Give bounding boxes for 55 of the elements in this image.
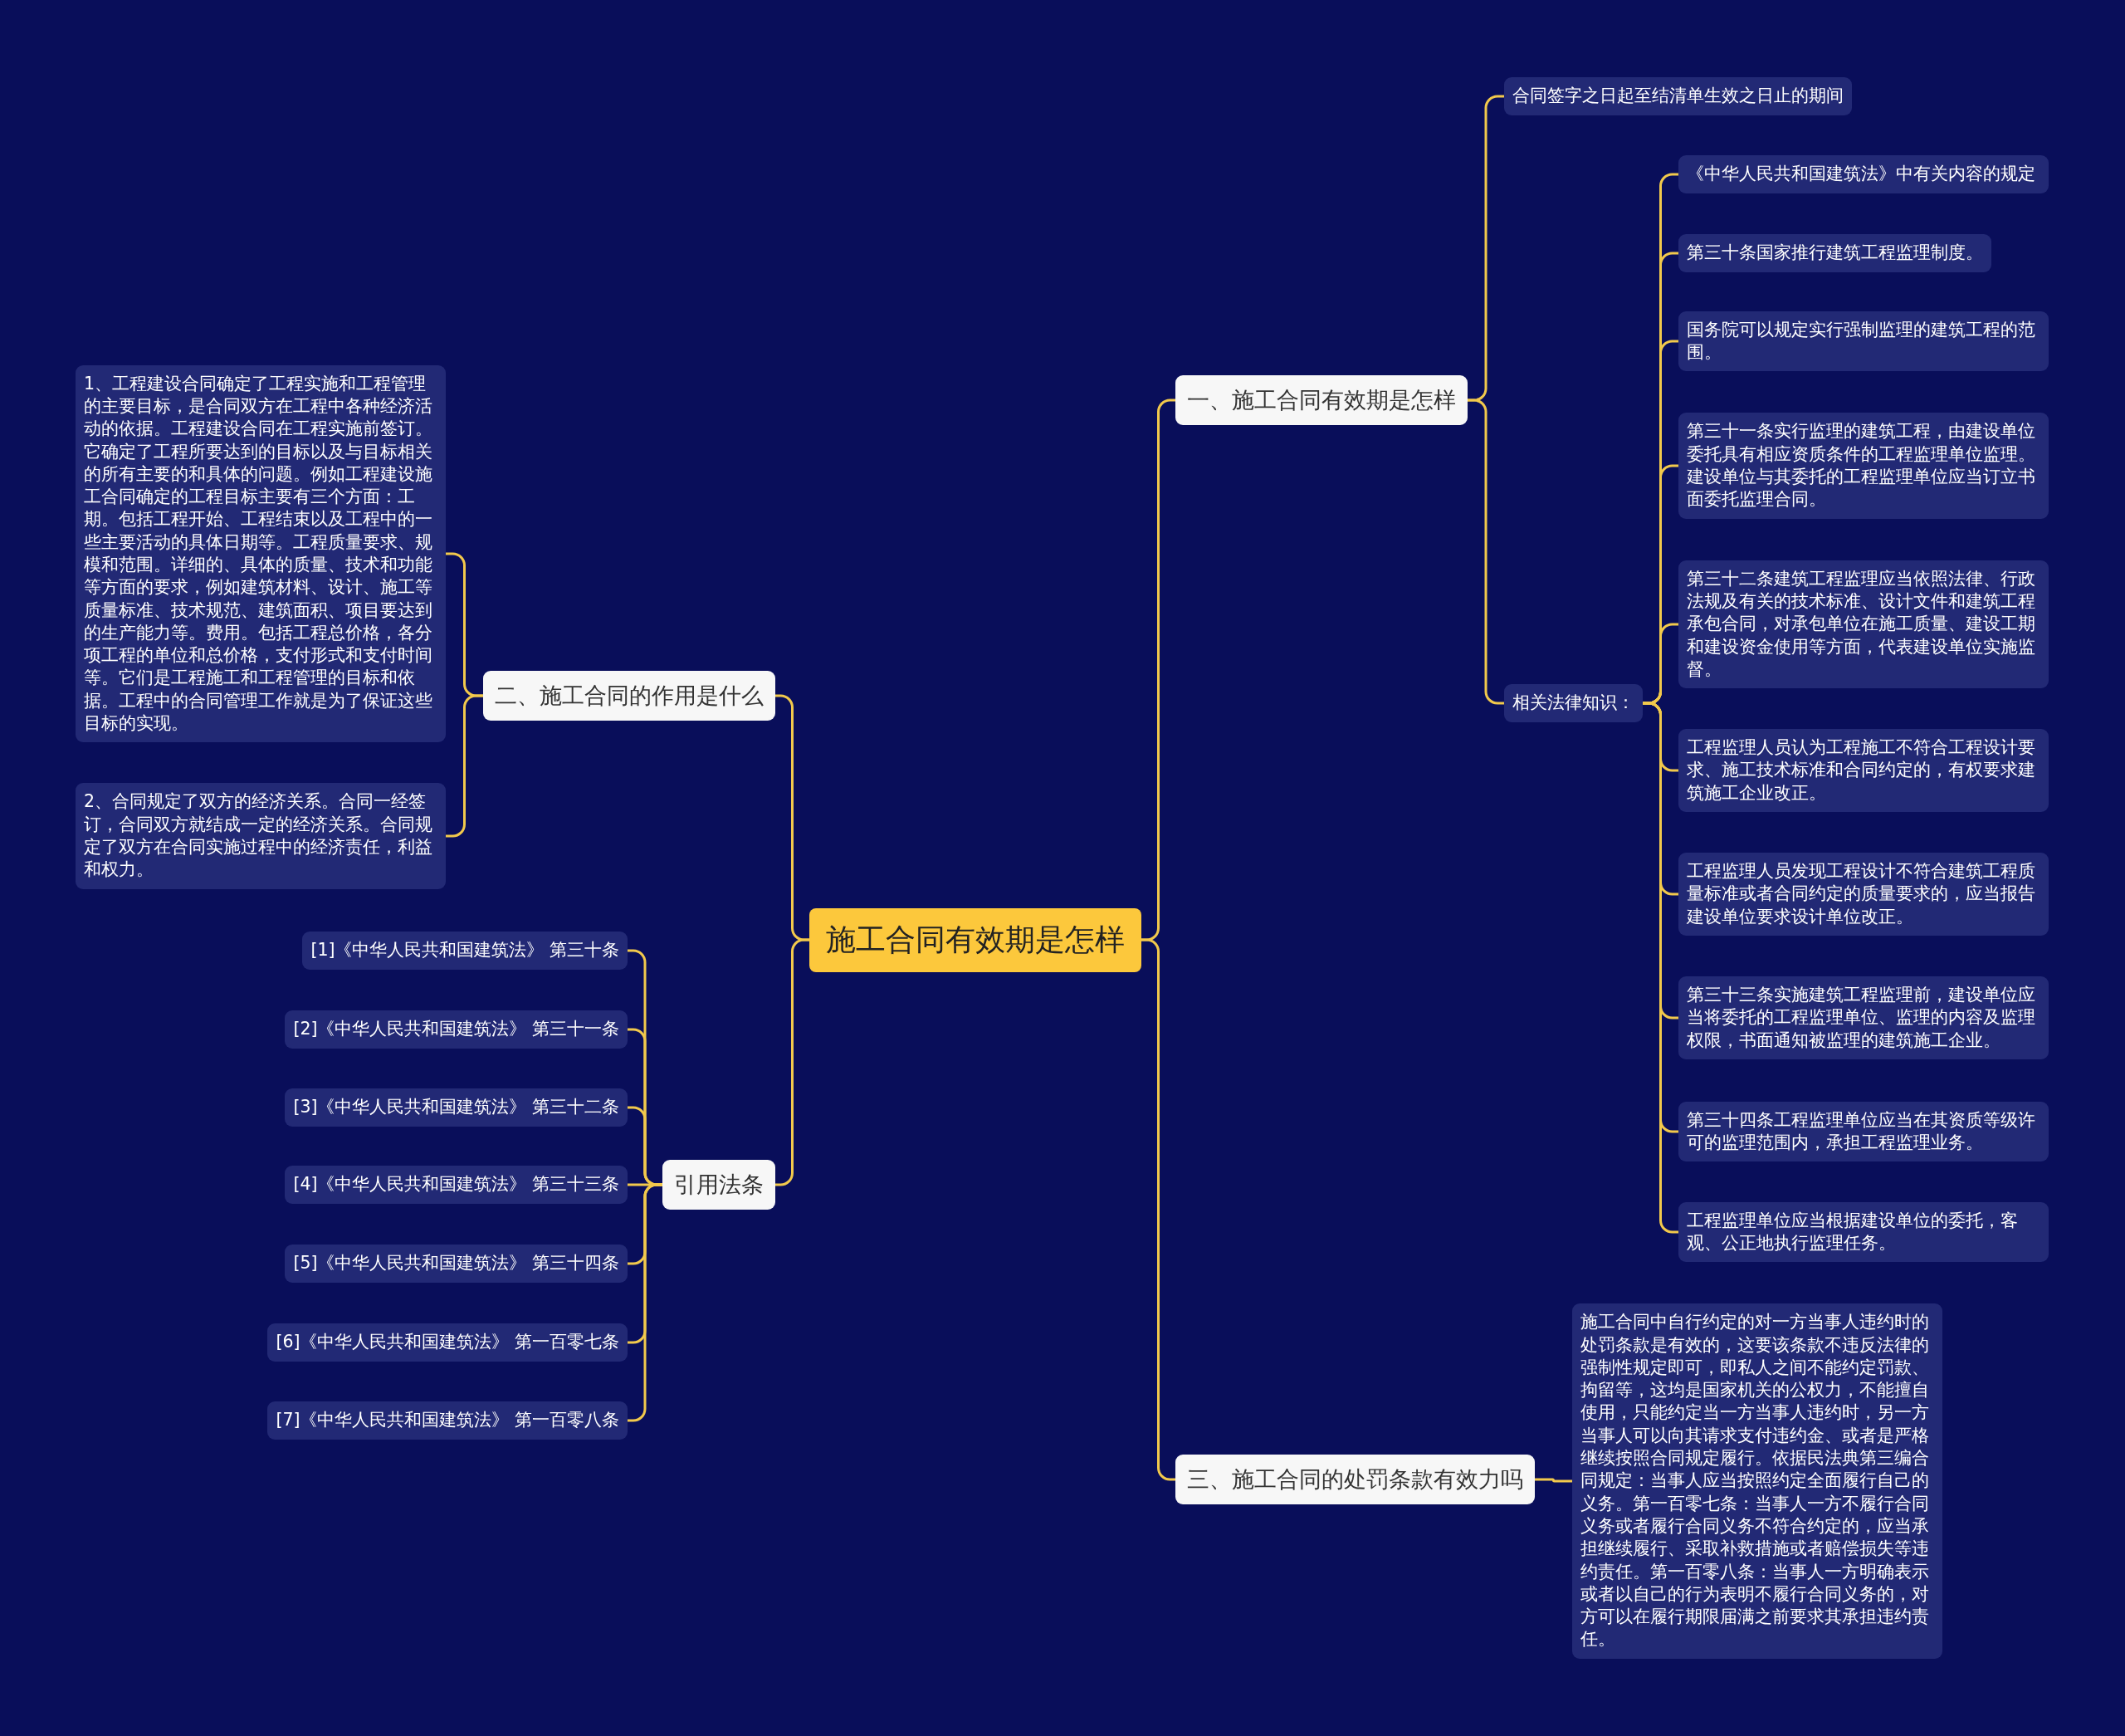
topic-text: 第三十一条实行监理的建筑工程，由建设单位委托具有相应资质条件的工程监理单位监理。建设单位与其委托的工程监理单位应当订立书面委托监理合同。 (1687, 420, 2036, 511)
branch-topic-box (483, 671, 775, 721)
subtopic-box (1678, 1201, 2049, 1263)
subtopic-box (285, 1245, 628, 1283)
central-topic-box (809, 907, 1141, 972)
subtopic-box (76, 783, 446, 889)
subtopic-box (285, 1010, 628, 1049)
branch-topic-box (662, 1160, 775, 1210)
connector-line (628, 1183, 662, 1186)
topic-text: 引用法条 (674, 1171, 764, 1199)
topic-text: 施工合同有效期是怎样 (826, 921, 1125, 958)
subtopic-box (1678, 560, 2049, 689)
topic-text: [1]《中华人民共和国建筑法》 第三十条 (310, 939, 619, 962)
subtopic-box (1678, 976, 2049, 1059)
subtopic-box (285, 1166, 628, 1204)
subtopic-box (267, 1323, 628, 1362)
topic-text: 《中华人民共和国建筑法》中有关内容的规定 (1687, 163, 2036, 186)
subtopic-box (1504, 684, 1643, 722)
topic-text: [3]《中华人民共和国建筑法》 第三十二条 (293, 1096, 619, 1119)
topic-text: 国务院可以规定实行强制监理的建筑工程的范围。 (1687, 318, 2036, 364)
connector-line (446, 694, 483, 838)
subtopic-box (267, 1401, 628, 1440)
topic-text: 三、施工合同的处罚条款有效力吗 (1187, 1465, 1523, 1494)
subtopic-box (1678, 413, 2049, 519)
topic-text: 一、施工合同有效期是怎样 (1187, 386, 1456, 414)
topic-text: 1、工程建设合同确定了工程实施和工程管理的主要目标，是合同双方在工程中各种经济活动的依据。工程建设合同在工程实施前签订。它确定了工程所要达到的目标以及与目标相关的所有主要的和具体的问题。例如工程建设施工合同确定的工程目标主要有三个方面：工期。包括工程开始、工程结束以及工程中的一些主要活动的具体日期等。工程质量要求、规模和范围。详细的、具体的质量、技术和功能等方面的要求，例如建筑材料、设计、施工等质量标准、技术规范、建筑面积、项目要达到的生产能力等。费用。包括工程总价格，各分项工程的单位和总价格，支付形式和支付时间等。它们是工程施工和工程管理的目标和依据。工程中的合同管理工作就是为了保证这些目标的实现。 (84, 372, 433, 736)
topic-text: 相关法律知识： (1512, 692, 1634, 715)
topic-text: 二、施工合同的作用是什么 (495, 682, 764, 710)
branch-topic-box (1175, 1455, 1535, 1504)
connector-line (1535, 1478, 1572, 1483)
topic-text: [7]《中华人民共和国建筑法》 第一百零八条 (276, 1409, 619, 1432)
topic-text: 工程监理人员发现工程设计不符合建筑工程质量标准或者合同约定的质量要求的，应当报告建设单位要求设计单位改正。 (1687, 860, 2036, 928)
subtopic-box (1678, 234, 1991, 272)
subtopic-box (1678, 311, 2049, 372)
subtopic-box (302, 932, 628, 970)
subtopic-box (1678, 1101, 2049, 1162)
topic-text: 第三十三条实施建筑工程监理前，建设单位应当将委托的工程监理单位、监理的内容及监理权限，书面通知被监理的建筑施工企业。 (1687, 984, 2036, 1052)
topic-text: 工程监理单位应当根据建设单位的委托，客观、公正地执行监理任务。 (1687, 1209, 2019, 1254)
subtopic-box (1678, 729, 2049, 812)
topic-text: [2]《中华人民共和国建筑法》 第三十一条 (293, 1018, 619, 1041)
branch-topic-box (1175, 375, 1468, 425)
topic-text: 施工合同中自行约定的对一方当事人违约时的处罚条款是有效的，这要该条款不违反法律的强制性规定即可，即私人之间不能约定罚款、拘留等，这均是国家机关的公权力，不能擅自使用，只能约定当一方当事人违约时，另一方当事人可以向其请求支付违约金、或者是严格继续按照合同规定履行。依据民法典第三编合同规定：当事人应当按照约定全面履行自己的义务。第一百零七条：当事人一方不履行合同义务或者履行合同义务不符合约定的，应当承担继续履行、采取补救措施或者赔偿损失等违约责任。第一百零八条：当事人一方明确表示或者以自己的行为表明不履行合同义务的，对方可以在履行期限届满之前要求其承担违约责任。 (1580, 1311, 1930, 1651)
topic-text: 第三十条国家推行建筑工程监理制度。 (1687, 242, 1983, 265)
topic-text: 合同签字之日起至结清单生效之日止的期间 (1512, 85, 1844, 108)
topic-text: 第三十四条工程监理单位应当在其资质等级许可的监理范围内，承担工程监理业务。 (1687, 1108, 2036, 1154)
topic-text: 第三十二条建筑工程监理应当依照法律、行政法规及有关的技术标准、设计文件和建筑工程承包合同，对承包单位在施工质量、建设工期和建设资金使用等方面，代表建设单位实施监督。 (1687, 567, 2036, 681)
topic-text: 工程监理人员认为工程施工不符合工程设计要求、施工技术标准和合同约定的，有权要求建筑施工企业改正。 (1687, 736, 2036, 804)
subtopic-box (1504, 77, 1852, 115)
topic-text: [4]《中华人民共和国建筑法》 第三十三条 (293, 1173, 619, 1196)
topic-text: [5]《中华人民共和国建筑法》 第三十四条 (293, 1252, 619, 1275)
subtopic-box (1678, 155, 2049, 193)
topic-text: [6]《中华人民共和国建筑法》 第一百零七条 (276, 1331, 619, 1354)
subtopic-box (1678, 853, 2049, 936)
subtopic-box (285, 1088, 628, 1127)
topic-text: 2、合同规定了双方的经济关系。合同一经签订，合同双方就结成一定的经济关系。合同规定了双方在合同实施过程中的经济责任，利益和权力。 (84, 790, 433, 882)
